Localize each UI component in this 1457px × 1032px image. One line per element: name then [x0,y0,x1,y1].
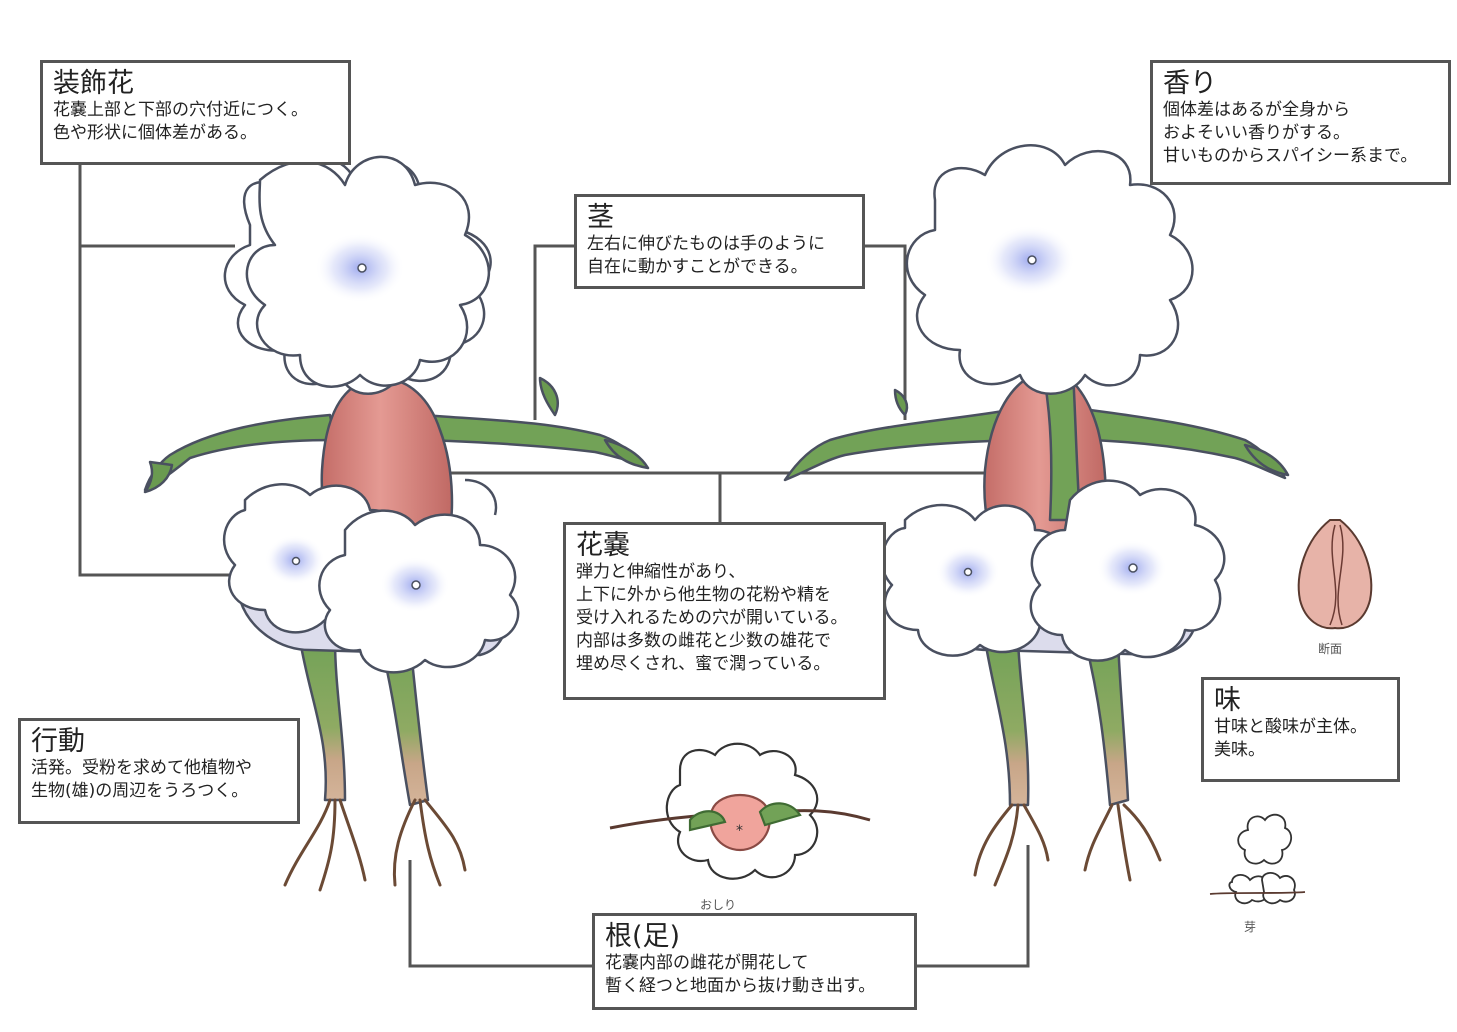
label-title: 花嚢 [576,530,630,561]
label-body: 個体差はあるが全身から およそいい香りがする。 甘いものからスパイシー系まで。 [1163,100,1418,166]
svg-text:*: * [736,823,743,839]
label-body: 甘味と酸味が主体。 美味。 [1214,717,1367,760]
note-cross-section: 断面 [1318,642,1343,656]
label-title: 茎 [587,202,614,233]
cross-section-sketch [1297,519,1373,630]
connector-lines [78,162,1040,968]
label-scent: 香り 個体差はあるが全身から およそいい香りがする。 甘いものからスパイシー系ま… [1150,60,1451,185]
label-root-legs: 根(足) 花嚢内部の雌花が開花して 暫く経つと地面から抜け動き出す。 [592,913,917,1010]
label-body: 活発。受粉を求めて他植物や 生物(雄)の周辺をうろつく。 [31,758,252,801]
label-title: 味 [1214,685,1241,716]
label-decorative-flower: 装飾花 花嚢上部と下部の穴付近につく。 色や形状に個体差がある。 [40,60,351,165]
bottom-view-sketch: * [609,742,871,880]
label-body: 花嚢上部と下部の穴付近につく。 色や形状に個体差がある。 [53,100,308,143]
label-title: 行動 [31,726,85,757]
note-bottom: おしり [700,898,737,912]
label-stem: 茎 左右に伸びたものは手のように 自在に動かすことができる。 [574,194,865,289]
back-figure [783,144,1290,887]
front-figure [143,155,650,892]
label-body: 花嚢内部の雌花が開花して 暫く経つと地面から抜け動き出す。 [605,953,876,996]
label-taste: 味 甘味と酸味が主体。 美味。 [1201,677,1400,782]
label-flower-sac: 花嚢 弾力と伸縮性があり、 上下に外から他生物の花粉や精を 受け入れるための穴が… [563,522,886,700]
label-behavior: 行動 活発。受粉を求めて他植物や 生物(雄)の周辺をうろつく。 [18,718,300,824]
note-sprout: 芽 [1244,920,1257,934]
label-title: 根(足) [605,921,681,952]
sprout-sketch [1209,813,1306,905]
label-body: 弾力と伸縮性があり、 上下に外から他生物の花粉や精を 受け入れるための穴が開いて… [576,562,848,674]
label-title: 香り [1163,68,1217,99]
label-body: 左右に伸びたものは手のように 自在に動かすことができる。 [587,234,825,277]
label-title: 装飾花 [53,68,134,99]
